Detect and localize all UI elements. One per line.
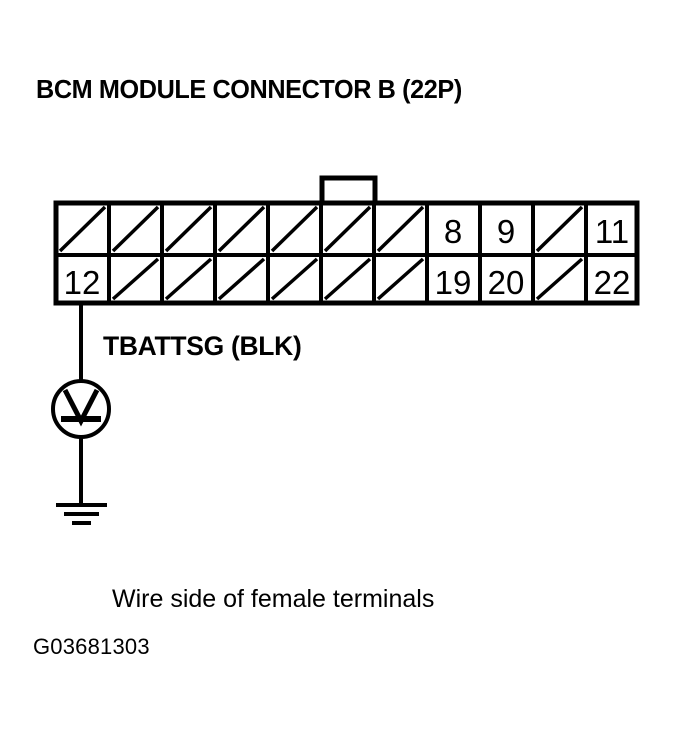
latch-tab — [319, 175, 378, 203]
pin-label-8: 8 — [444, 213, 462, 250]
pin-label-20: 20 — [488, 264, 525, 301]
pin-label-9: 9 — [497, 213, 515, 250]
pin-label-19: 19 — [435, 264, 472, 301]
bottom-row-blank-slashes — [111, 257, 584, 301]
ground-symbol — [56, 503, 107, 525]
figure-id: G03681303 — [33, 634, 150, 659]
top-row-blank-slashes — [58, 205, 584, 253]
voltmeter-symbol — [51, 379, 111, 439]
page-title: BCM MODULE CONNECTOR B (22P) — [36, 74, 462, 104]
column-dividers — [107, 203, 588, 303]
wire-label-tbattsg: TBATTSG (BLK) — [103, 331, 302, 361]
bottom-row-pin-numbers: 12 19 20 22 — [64, 264, 631, 301]
pin-label-11: 11 — [595, 213, 629, 250]
pin-label-12: 12 — [64, 264, 101, 301]
diagram-caption: Wire side of female terminals — [112, 585, 435, 613]
top-row-pin-numbers: 8 9 11 — [444, 213, 629, 250]
pin-label-22: 22 — [594, 264, 631, 301]
